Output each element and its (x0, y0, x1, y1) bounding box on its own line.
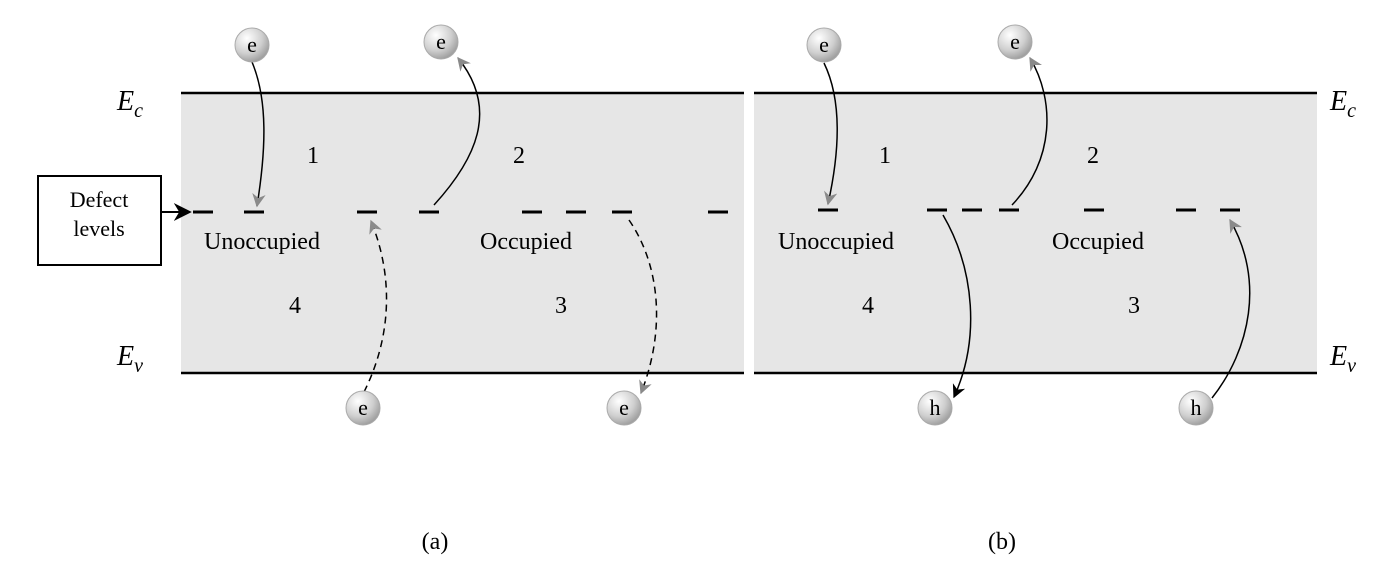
defect-box-line2: levels (73, 216, 124, 241)
hole-emission-arrow-4b (942, 214, 972, 399)
svg-text:e: e (819, 32, 829, 57)
electron-particle-2a: e (423, 24, 459, 60)
svg-text:h: h (1191, 395, 1202, 420)
electron-particle-4a: e (345, 390, 381, 426)
svg-text:e: e (358, 395, 368, 420)
capture-arrow-3a (628, 219, 658, 395)
region-4-b: 4 (862, 293, 874, 319)
capture-arrow-1a (251, 61, 266, 208)
ec-label-left: Ec (116, 86, 143, 122)
ev-label-right: Ev (1329, 341, 1356, 377)
region-2-b: 2 (1087, 143, 1099, 169)
region-1-a: 1 (307, 143, 319, 169)
svg-text:e: e (247, 32, 257, 57)
unoccupied-label-a: Unoccupied (204, 229, 320, 255)
panel-label-b: (b) (988, 529, 1016, 555)
region-3-b: 3 (1128, 293, 1140, 319)
electron-particle-1b: e (806, 27, 842, 63)
occupied-label-a: Occupied (480, 229, 572, 255)
region-2-a: 2 (513, 143, 525, 169)
band-gap-b (754, 93, 1317, 373)
region-1-b: 1 (879, 143, 891, 169)
svg-text:h: h (930, 395, 941, 420)
svg-text:e: e (619, 395, 629, 420)
electron-particle-2b: e (997, 24, 1033, 60)
svg-text:e: e (1010, 29, 1020, 54)
ev-label-left: Ev (116, 341, 143, 377)
unoccupied-label-b: Unoccupied (778, 229, 894, 255)
region-3-a: 3 (555, 293, 567, 319)
panel-label-a: (a) (422, 529, 449, 555)
hole-capture-arrow-3b (1211, 218, 1251, 399)
electron-particle-3a: e (606, 390, 642, 426)
capture-arrow-1b (823, 62, 838, 206)
defect-levels-box (37, 175, 162, 266)
emission-arrow-2b (1011, 56, 1048, 206)
region-4-a: 4 (289, 293, 301, 319)
hole-particle-4b: h (917, 390, 953, 426)
ec-label-right: Ec (1329, 86, 1356, 122)
defect-box-line1: Defect (70, 187, 129, 212)
band-gap-a (181, 93, 744, 373)
occupied-label-b: Occupied (1052, 229, 1144, 255)
hole-particle-3b: h (1178, 390, 1214, 426)
electron-particle-1a: e (234, 27, 270, 63)
emission-arrow-4a (363, 219, 388, 393)
emission-arrow-2a (433, 56, 481, 206)
svg-text:e: e (436, 29, 446, 54)
